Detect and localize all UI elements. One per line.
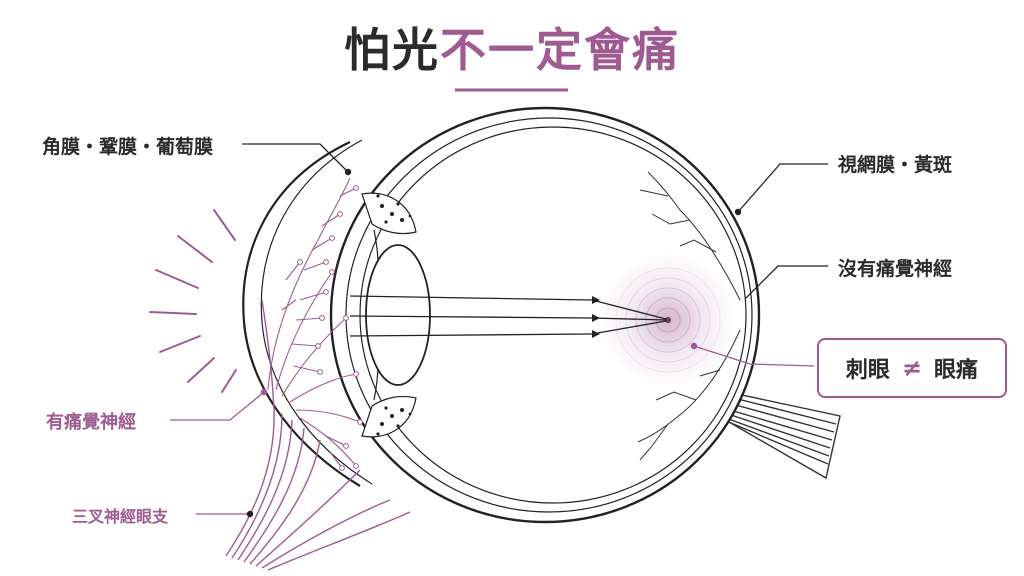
trigeminal-bundle (225, 299, 411, 571)
optic-nerve (721, 391, 841, 480)
light-rays (149, 209, 237, 393)
label-no-pain-nerve: 沒有痛覺神經 (838, 258, 953, 280)
sclera-outer (329, 106, 761, 524)
ciliary-dots (376, 194, 412, 436)
label-has-pain-nerve: 有痛覺神經 (46, 412, 136, 433)
callout-glare-not-pain: 刺眼 ≠ 眼痛 (817, 338, 1007, 398)
ciliary-body (361, 192, 417, 438)
eyeball (329, 106, 761, 524)
retina (359, 126, 747, 504)
arrow-heads (592, 296, 600, 338)
title-part-1: 怕光 (344, 23, 440, 77)
callout-right: 眼痛 (934, 358, 979, 383)
label-cornea-sclera: 角膜・鞏膜・葡萄膜 (42, 136, 214, 158)
light-paths (349, 295, 667, 337)
callout-left: 刺眼 (845, 358, 890, 383)
focus-glow (600, 252, 736, 388)
label-trigeminal: 三叉神經眼支 (72, 507, 169, 526)
corneal-nerves (267, 177, 361, 469)
title-part-2: 不一定會痛 (440, 23, 680, 77)
leader-dots (246, 168, 742, 518)
nerve-endings (297, 185, 363, 471)
leader-lines (170, 143, 828, 515)
cornea (242, 139, 373, 487)
page-title: 怕光不一定會痛 (0, 14, 1024, 80)
not-equal-icon: ≠ (901, 354, 923, 382)
lens (365, 244, 431, 386)
choroid (345, 117, 753, 513)
label-retina-macula: 視網膜・黃斑 (838, 154, 953, 176)
retinal-vessels (637, 171, 741, 461)
